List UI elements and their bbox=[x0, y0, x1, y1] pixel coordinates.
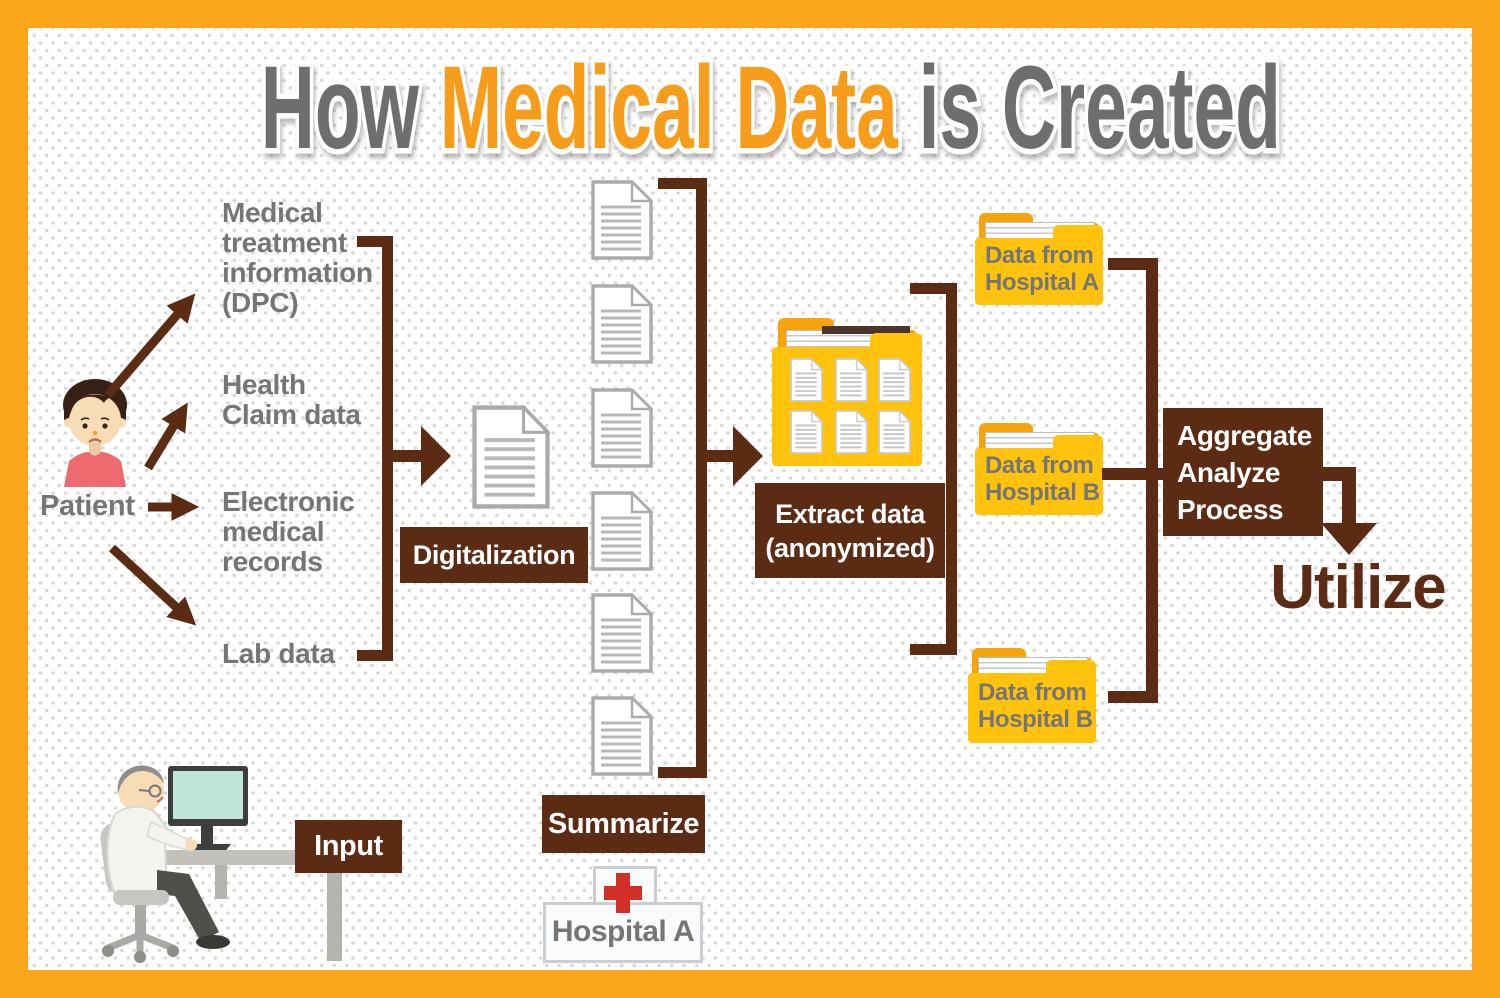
document-icon bbox=[472, 405, 550, 509]
folder-front bbox=[968, 673, 1096, 743]
folder-label: Data from Hospital B bbox=[985, 452, 1100, 506]
arrow-right-icon bbox=[421, 426, 451, 486]
title-medical-data: Medical Data bbox=[440, 42, 919, 174]
arrow-to-dpc bbox=[104, 293, 196, 398]
doctor-at-computer-icon bbox=[100, 765, 349, 963]
bracket-sources bbox=[357, 236, 393, 661]
extracted-data-folder-icon bbox=[772, 318, 922, 466]
arrow-to-health-claim bbox=[144, 402, 188, 471]
arrow-down-vbar bbox=[1342, 467, 1356, 525]
red-cross-icon bbox=[604, 873, 642, 913]
extract-data-label: Extract data (anonymized) bbox=[755, 483, 945, 578]
title-how: How bbox=[261, 42, 440, 174]
folder-front-tab bbox=[1046, 660, 1096, 676]
document-icon bbox=[591, 180, 653, 260]
mini-document-icon bbox=[835, 358, 868, 402]
bracket-aggregate bbox=[1108, 258, 1158, 703]
arrow-right-shaft bbox=[707, 450, 737, 462]
patient-label: Patient bbox=[40, 490, 135, 522]
source-label-lab: Lab data bbox=[222, 638, 335, 669]
folder-front bbox=[975, 238, 1103, 305]
folder-data-hospital-a: Data from Hospital A bbox=[975, 213, 1103, 305]
document-icon bbox=[591, 593, 653, 673]
hospital-building: Hospital A bbox=[543, 866, 703, 963]
document-icon bbox=[591, 491, 653, 571]
page-title: How Medical Data is Created bbox=[115, 40, 1385, 180]
patient-arrows bbox=[104, 293, 200, 626]
mini-document-icon bbox=[878, 358, 911, 402]
utilize-label: Utilize bbox=[1270, 553, 1447, 622]
aggregate-label: Aggregate Analyze Process bbox=[1163, 408, 1323, 536]
source-label-emr: Electronic medical records bbox=[222, 486, 355, 577]
folder-label: Data from Hospital B bbox=[978, 679, 1093, 733]
arrow-right-icon bbox=[733, 426, 763, 486]
source-label-health-claim: Health Claim data bbox=[222, 369, 361, 430]
document-icon bbox=[591, 696, 653, 776]
mini-document-icon bbox=[878, 410, 911, 454]
bracket-distribute bbox=[910, 283, 957, 655]
bracket-aggregate-mid-tick bbox=[1102, 468, 1163, 480]
digitalization-label: Digitalization bbox=[400, 527, 588, 583]
folder-front-tab bbox=[870, 333, 922, 349]
mini-document-icon bbox=[790, 410, 823, 454]
mini-document-icon bbox=[835, 410, 868, 454]
folder-label: Data from Hospital A bbox=[985, 242, 1099, 296]
summarize-label: Summarize bbox=[542, 795, 705, 853]
svg-text:How Medical Data is Created: How Medical Data is Created bbox=[115, 42, 1385, 174]
mini-document-icon bbox=[790, 358, 823, 402]
arrow-right-shaft bbox=[393, 450, 425, 462]
hospital-label: Hospital A bbox=[551, 915, 695, 948]
title-is-created: is Created bbox=[919, 42, 1281, 174]
source-label-dpc: Medical treatment information (DPC) bbox=[222, 197, 373, 318]
folder-front-tab bbox=[1053, 435, 1103, 451]
document-icon bbox=[591, 284, 653, 364]
folder-front bbox=[975, 448, 1103, 515]
folder-front-tab bbox=[1053, 225, 1103, 241]
input-label: Input bbox=[295, 820, 402, 873]
folder-data-hospital-b-bottom: Data from Hospital B bbox=[968, 648, 1096, 743]
patient-icon bbox=[63, 379, 127, 487]
bracket-documents bbox=[658, 178, 707, 778]
folder-data-hospital-b-mid: Data from Hospital B bbox=[975, 423, 1103, 515]
arrow-to-lab bbox=[108, 544, 197, 626]
folder-paper-shadow bbox=[822, 326, 910, 334]
arrow-down-icon bbox=[1321, 523, 1377, 555]
document-icon bbox=[591, 388, 653, 468]
